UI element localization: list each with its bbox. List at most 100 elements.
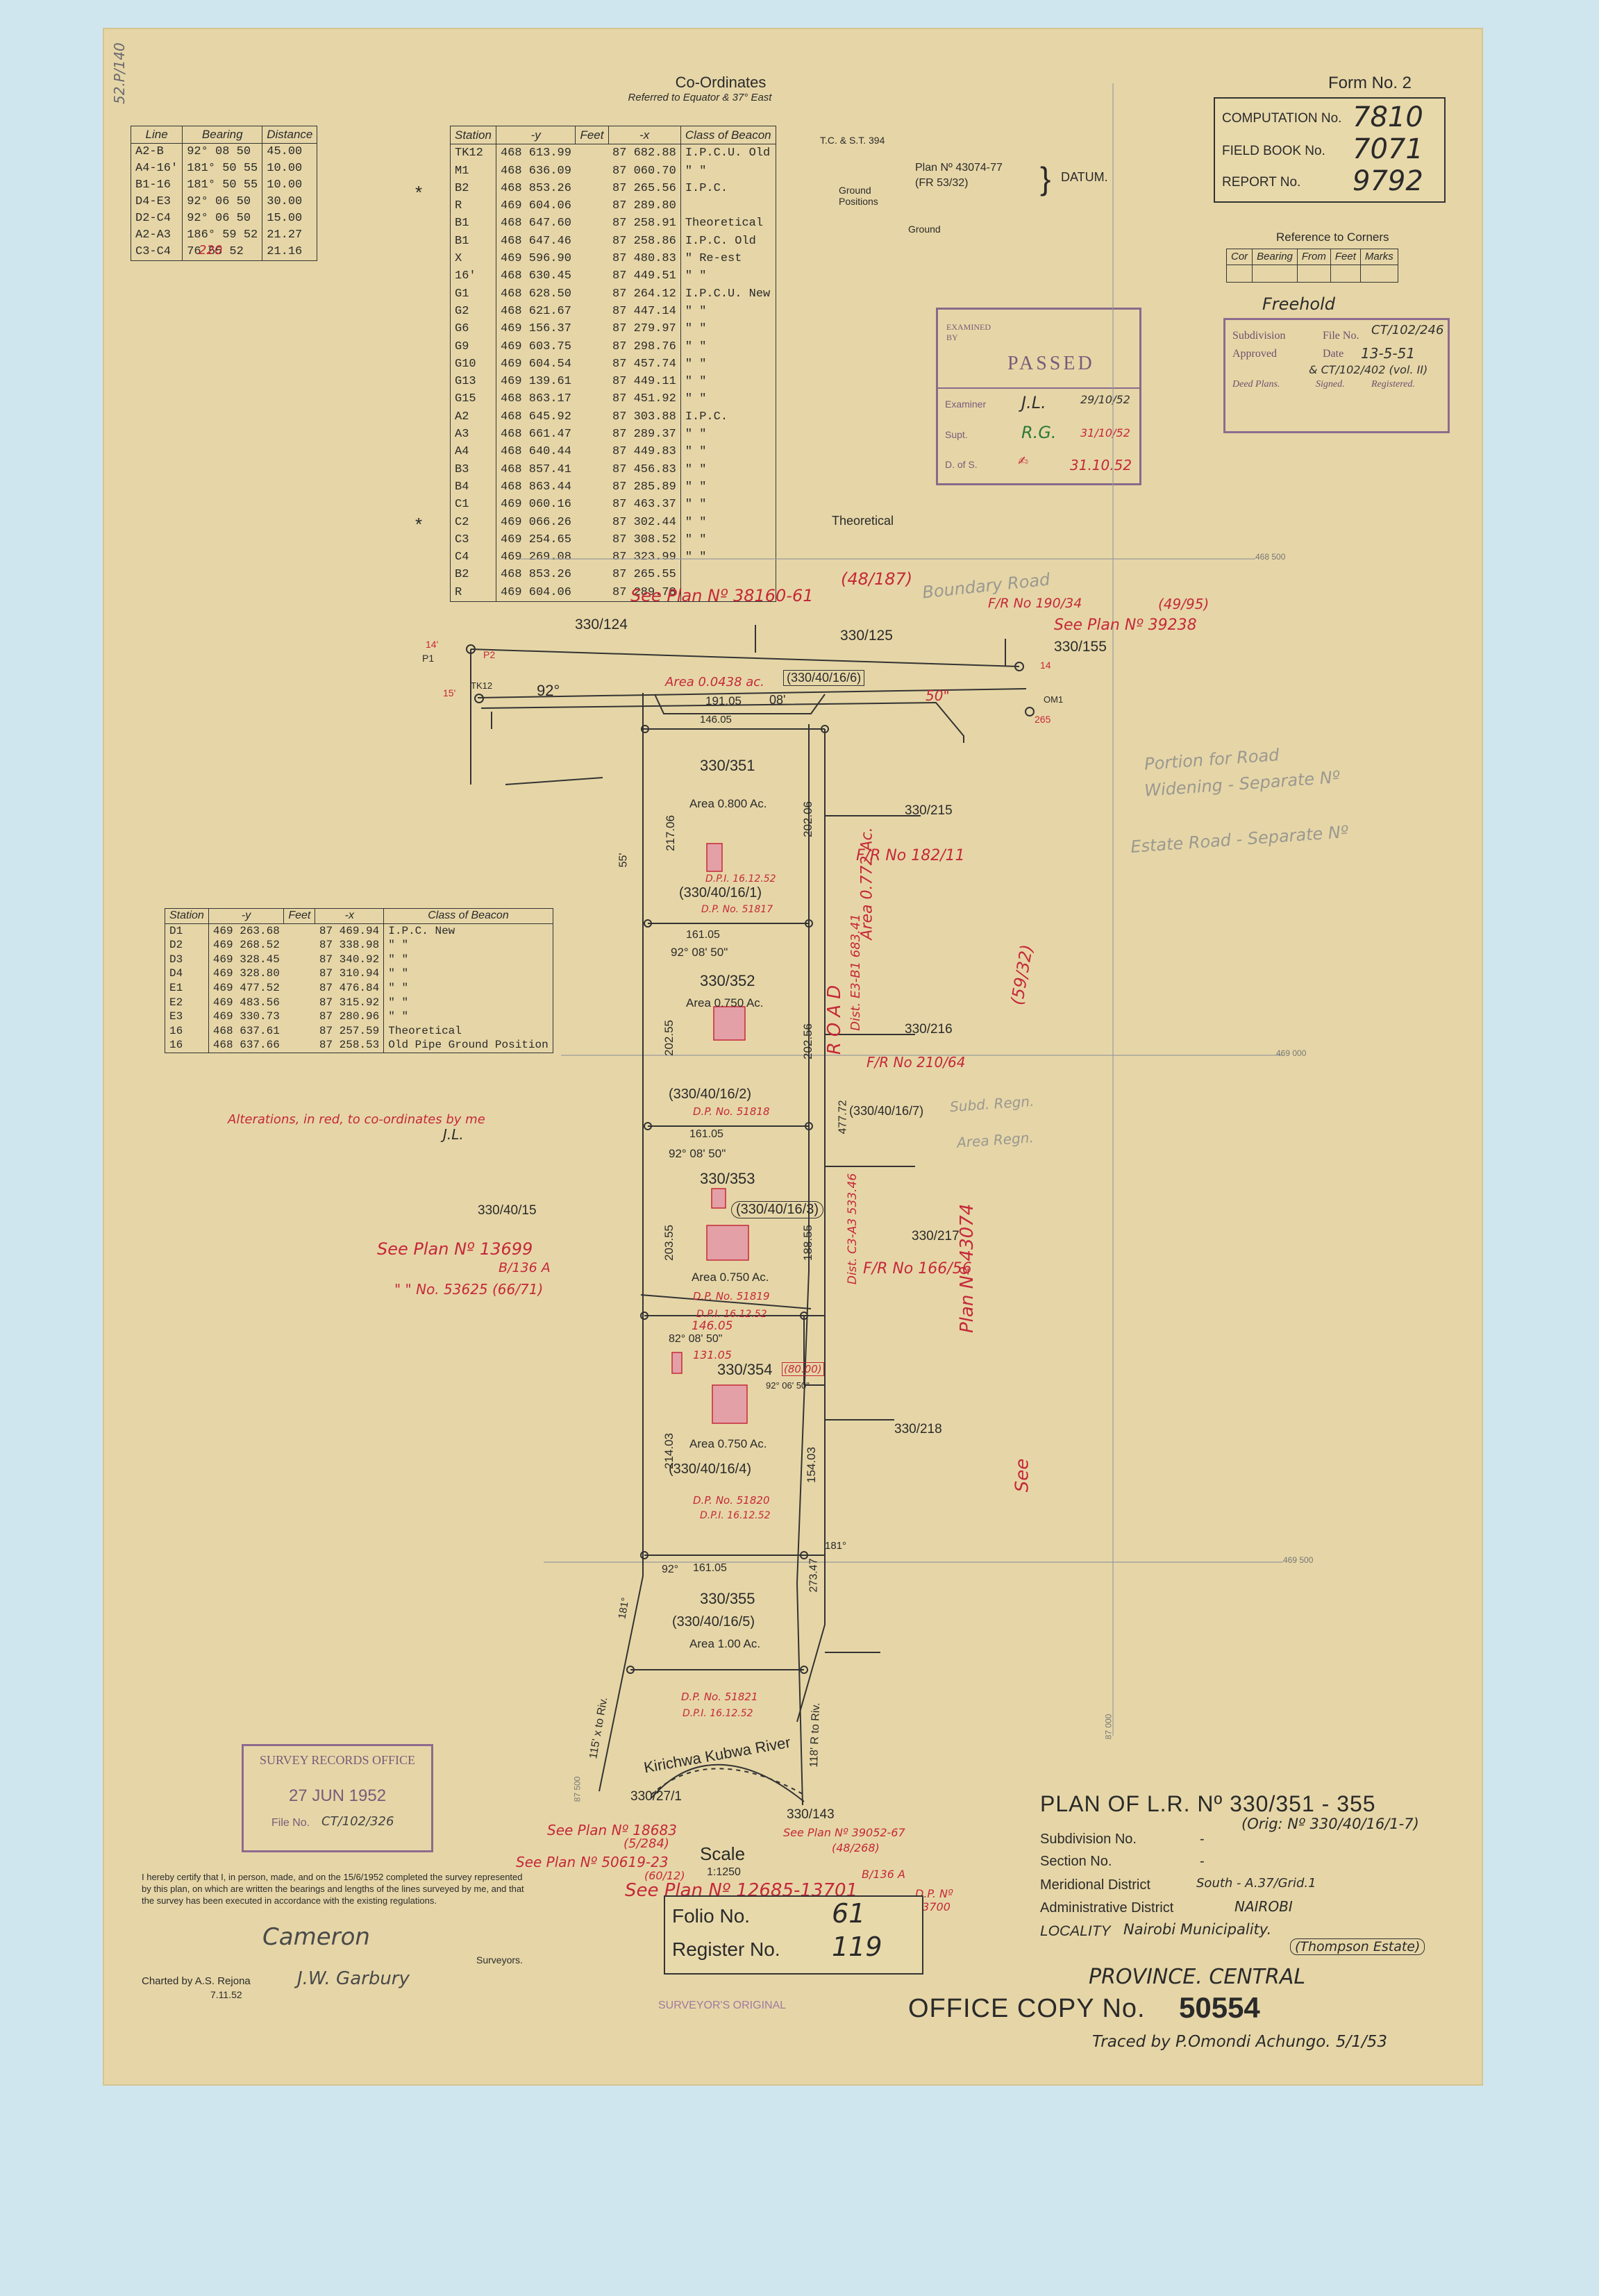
line-table-header: Line [130, 126, 183, 144]
freehold-subdivision: Subdivision [1232, 330, 1286, 342]
coordinates-cell: 468 630.45 [495, 267, 576, 285]
coordinates-cell: 469 254.65 [495, 530, 576, 549]
see-plan-18683: See Plan Nº 18683 [547, 1822, 677, 1838]
strip-bearing-min: 08' [769, 693, 786, 707]
coordinates-cell: 468 853.26 [495, 566, 576, 584]
coordinates-cell: 87 289.37 [612, 428, 676, 442]
station-cell: 469 268.52 [208, 938, 284, 953]
asterisk-bottom: * [415, 514, 423, 535]
plot-352-dist-202b: 202.55 [662, 1020, 676, 1056]
plot-351-55: 55' [617, 853, 630, 868]
grid-469500: 469 500 [1283, 1555, 1314, 1565]
strip-bearing-sec: 50" [926, 687, 950, 704]
coordinates-cell: C2 [450, 513, 496, 531]
ref-5-284: (5/284) [623, 1836, 669, 1851]
station-cell: 469 328.80 [208, 966, 284, 981]
passed-supt-label: Supt. [945, 429, 968, 440]
fr-166-56: F/R No 166/56 [863, 1260, 972, 1277]
coordinates-cell: I.P.C. [680, 408, 776, 426]
passed-stamp: EXAMINED BY PASSED Examiner Supt. D. of … [936, 308, 1141, 485]
coordinates-cell: 87 258.91 [612, 217, 676, 231]
coordinates-cell: B3 [450, 460, 496, 478]
plot-353-area: Area 0.750 Ac. [692, 1271, 769, 1284]
station-cell: " " [383, 938, 553, 953]
coordinates-cell: 469 603.75 [495, 337, 576, 355]
coordinates-header: Station [450, 125, 496, 145]
coordinates-cell: " " [680, 267, 776, 285]
office-copy-value: 50554 [1179, 1991, 1260, 2024]
field-book-label: FIELD BOOK No. [1222, 144, 1325, 158]
station-cell: 87 476.84 [319, 981, 380, 994]
plot-353-dp: D.P. No. 51819 [693, 1290, 770, 1302]
station-header: Class of Beacon [383, 908, 553, 924]
coordinates-cell: 87 264.12 [612, 287, 676, 301]
strip-dist-146: 146.05 [700, 714, 732, 726]
report-label: REPORT No. [1222, 175, 1301, 190]
meridional-value: South - A.37/Grid.1 [1196, 1876, 1316, 1891]
coordinates-cell: R [450, 197, 496, 215]
coordinates-cell: 469 604.54 [495, 355, 576, 374]
grid-87000: 87 000 [1103, 1713, 1114, 1740]
station-cell: D2 [165, 938, 209, 953]
coordinates-cell: 468 647.46 [495, 232, 576, 251]
see-plan-13699: See Plan Nº 13699 [377, 1239, 533, 1259]
plot-352-dist-202c: 202.56 [801, 1023, 814, 1059]
coordinates-cell: 16' [450, 267, 496, 285]
coordinates-cell: C1 [450, 496, 496, 514]
locality-label: LOCALITY [1040, 1923, 1111, 1939]
coordinates-cell: 87 265.55 [612, 568, 676, 582]
coordinates-cell: B2 [450, 566, 496, 584]
folio-box: Folio No. 61 Register No. 119 [664, 1895, 923, 1975]
ref-b136a-bottom: B/136 A [862, 1868, 905, 1881]
passed-sig1: J.L. [1021, 393, 1046, 412]
coordinates-cell: G15 [450, 390, 496, 408]
coordinates-header: -x [608, 125, 681, 145]
form-number: Form No. 2 [1328, 74, 1412, 92]
coordinates-cell: " " [680, 443, 776, 461]
station-cell: " " [383, 995, 553, 1010]
coordinates-cell: M1 [450, 162, 496, 180]
freehold-date-label: Date [1323, 348, 1344, 360]
station-cell: 87 310.94 [319, 967, 380, 980]
coordinates-cell: 468 863.44 [495, 478, 576, 496]
station-cell: 469 328.45 [208, 952, 284, 967]
plot-352-bearing: 92° 08' 50" [671, 946, 728, 959]
station-cell: E1 [165, 980, 209, 996]
coordinates-cell: G13 [450, 373, 496, 391]
lr-330-27-1: 330/27/1 [630, 1789, 682, 1804]
plot-354-bearing: 82° 08' 50" [669, 1333, 723, 1345]
station-cell: 87 315.92 [319, 996, 380, 1009]
coordinates-cell: 87 447.14 [612, 304, 676, 318]
coordinates-cell: 87 457.74 [612, 357, 676, 371]
coordinates-cell: C3 [450, 530, 496, 549]
line-table-cell: 10.00 [262, 160, 318, 177]
coordinates-cell: G1 [450, 285, 496, 303]
coordinates-cell: " " [680, 337, 776, 355]
strip-dist-191: 191.05 [705, 694, 742, 707]
surveyors-original-stamp: SURVEYOR'S ORIGINAL [658, 2000, 787, 2011]
line-table-cell: C3-C4 [130, 244, 183, 261]
plot-355-dp: D.P. No. 51821 [681, 1691, 758, 1703]
station-cell: 87 257.59 [319, 1024, 380, 1037]
see-plan-39052: See Plan Nº 39052-67 [783, 1826, 905, 1839]
station-cell: 87 338.98 [319, 939, 380, 952]
coordinates-cell: 468 645.92 [495, 408, 576, 426]
line-table-cell: A2-B [130, 143, 183, 160]
passed-date2: 31/10/52 [1080, 426, 1130, 439]
coordinates-cell [680, 583, 776, 603]
line-table-cell: 92° 08 50 [182, 143, 262, 160]
admin-district-value: NAIROBI [1234, 1898, 1293, 1915]
plot-353-dist-203: 203.55 [662, 1225, 676, 1261]
line-table-header: Distance [262, 126, 318, 144]
road-dist: Dist. E3-B1 683.41 [848, 914, 863, 1031]
point-14-prime: 14' [426, 639, 439, 650]
road-label: ROAD [824, 979, 846, 1055]
